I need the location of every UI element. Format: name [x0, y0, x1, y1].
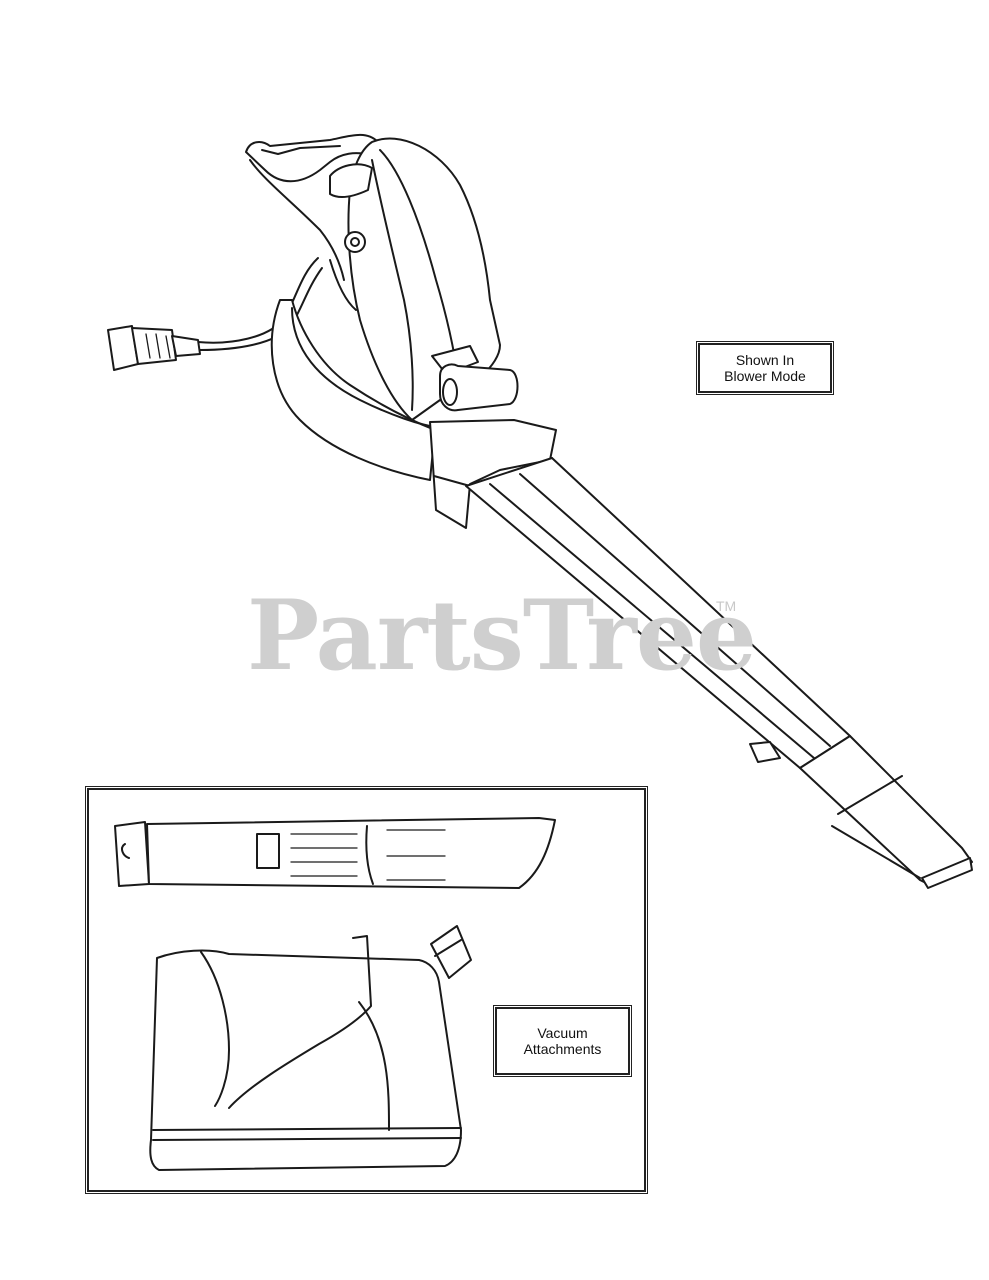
watermark-tm: TM — [716, 598, 737, 614]
blower-label-line1: Shown In — [735, 352, 795, 368]
power-cord-plug — [107, 257, 323, 371]
blower-tube — [429, 419, 973, 889]
vacuum-bag — [149, 925, 472, 1171]
vacuum-attachments-drawing — [114, 817, 556, 1171]
vacuum-label-line2: Attachments — [523, 1041, 602, 1057]
vacuum-attachments-inset: Vacuum Attachments — [87, 788, 646, 1192]
blower-mode-label: Shown In Blower Mode — [698, 343, 832, 393]
blower-housing — [245, 134, 519, 481]
vacuum-label-line1: Vacuum — [537, 1025, 588, 1041]
vacuum-attachments-label: Vacuum Attachments — [495, 1007, 630, 1075]
watermark-text: PartsTree — [247, 579, 757, 692]
blower-label-line2: Blower Mode — [724, 368, 806, 384]
vacuum-tube — [114, 817, 556, 889]
